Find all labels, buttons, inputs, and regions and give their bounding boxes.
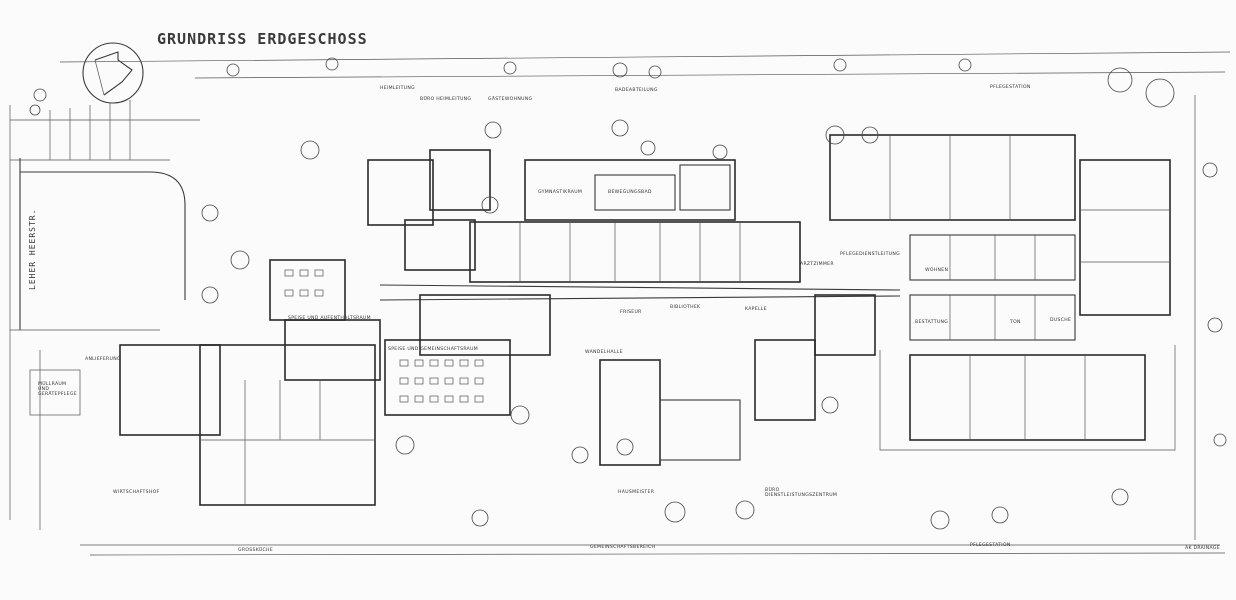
north-arrow-icon [82,42,144,104]
label-pflegestation-bottom: PFLEGESTATION [970,543,1011,548]
south-patient-rooms [879,345,1176,451]
admin-block [367,149,736,271]
central-block [379,221,901,301]
middle-right-rooms [909,234,1076,341]
label-grosskueche: GROSSKÜCHE [238,548,274,553]
label-bewegungsbad: BEWEGUNGSBAD [608,190,652,195]
label-kapelle: KAPELLE [745,307,767,312]
label-bestattung: BESTATTUNG [915,320,949,325]
south-block [599,294,876,466]
label-pflegedienst: PFLEGEDIENSTLEITUNG [840,252,900,257]
label-arztzimmer: ARZTZIMMER [800,262,834,267]
label-buero-heimleitung: BÜRO HEIMLEITUNG [420,97,472,102]
label-wandelhalle: WANDELHALLE [585,350,623,355]
plan-title: GRUNDRISS ERDGESCHOSS [157,30,368,48]
label-gaestewohnung: GÄSTEWOHNUNG [488,97,533,102]
service-wing [119,259,381,506]
label-heimleitung: HEIMLEITUNG [380,86,415,91]
landscape-trees [29,57,1227,530]
label-friseur: FRISEUR [620,310,642,315]
label-ak-draenage: AK DRAINAGE [1185,546,1220,551]
label-speisesaal-1: SPEISE UND AUFENTHALTSRAUM [288,316,371,321]
label-hausmeister: HAUSMEISTER [618,490,655,495]
label-dusche: DUSCHE [1050,318,1072,323]
label-bibliothek: BIBLIOTHEK [670,305,701,310]
site-boundary [59,51,1231,556]
label-gemeinschaftsbereich: GEMEINSCHAFTSBEREICH [590,545,656,550]
dining-halls [284,269,551,416]
label-buero-dienstleistung: BÜRO DIENSTLEISTUNGSZENTRUM [765,488,838,498]
parking-area [9,100,200,530]
label-ton: TON [1010,320,1021,325]
label-gymnastikraum: GYMNASTIKRAUM [538,190,583,195]
north-patient-rooms [829,134,1171,316]
label-wohnen: WOHNEN [925,268,949,273]
label-badeabteilung: BADEABTEILUNG [615,88,658,93]
label-pflegestation-top: PFLEGESTATION [990,85,1031,90]
label-wirtschaftshof: WIRTSCHAFTSHOF [113,490,160,495]
label-muellraum: MÜLLRAUM UND GERÄTEPFLEGE [38,382,77,397]
label-speisesaal-2: SPEISE UND GEMEINSCHAFTSRAUM [388,347,479,352]
label-anlieferung: ANLIEFERUNG [85,357,121,362]
